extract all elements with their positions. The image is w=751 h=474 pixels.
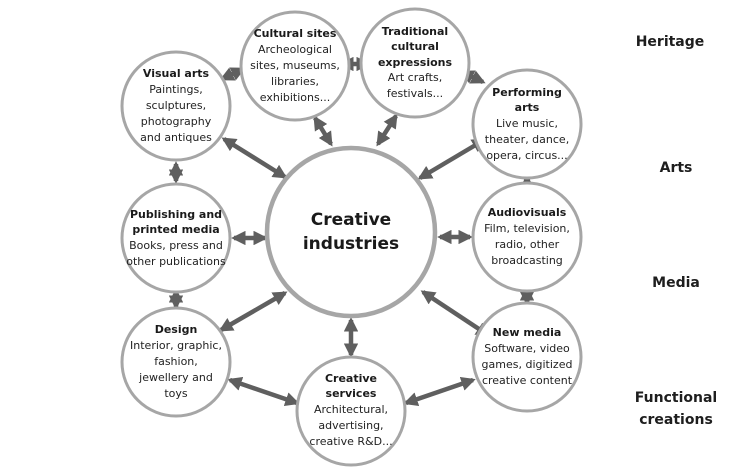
node-creative-services: Creative services Architectural, adverti… bbox=[306, 364, 396, 456]
circle-audiovisuals bbox=[471, 181, 583, 293]
node-desc: Film, television, radio, other broadcast… bbox=[484, 221, 570, 267]
arrow-performing-arts-center bbox=[417, 138, 487, 180]
category-media: Media bbox=[652, 275, 700, 291]
center-node: Creative industries bbox=[281, 190, 421, 274]
node-title: Performing arts bbox=[492, 85, 562, 115]
arrow-design-creative-services bbox=[227, 376, 300, 407]
node-desc: Art crafts, festivals... bbox=[386, 71, 444, 101]
node-title: New media bbox=[492, 326, 562, 340]
node-visual-arts: Visual arts Paintings, sculptures, photo… bbox=[130, 60, 222, 152]
arrow-visual-arts-center bbox=[221, 137, 288, 179]
node-title: Cultural sites bbox=[253, 27, 337, 41]
circle-new-media bbox=[471, 301, 583, 413]
node-desc: Architectural, advertising, creative R&D… bbox=[309, 402, 393, 448]
circle-visual-arts bbox=[120, 50, 232, 162]
node-title: Publishing and printed media bbox=[129, 207, 223, 237]
circle-traditional bbox=[359, 7, 471, 119]
circle-creative-services bbox=[295, 355, 407, 467]
circle-cultural-sites bbox=[239, 10, 351, 122]
node-design: Design Interior, graphic, fashion, jewel… bbox=[128, 316, 224, 408]
category-heritage: Heritage bbox=[635, 34, 705, 50]
circle-design bbox=[120, 306, 232, 418]
arrow-design-center bbox=[218, 291, 288, 332]
center-circle bbox=[264, 145, 438, 319]
node-desc: Interior, graphic, fashion, jewellery an… bbox=[130, 338, 222, 400]
node-publishing: Publishing and printed media Books, pres… bbox=[126, 192, 226, 284]
node-performing-arts: Performing arts Live music, theater, dan… bbox=[478, 78, 576, 170]
node-new-media: New media Software, video games, digitiz… bbox=[479, 315, 575, 399]
arrow-new-media-center bbox=[420, 290, 491, 337]
node-title: Traditional cultural expressions bbox=[377, 24, 453, 69]
arrow-visual-arts-cultural-sites bbox=[219, 66, 246, 82]
category-functional-creations: Functional creations bbox=[634, 390, 718, 428]
center-label: Creative industries bbox=[302, 210, 400, 254]
arrow-traditional-center bbox=[376, 113, 398, 147]
category-arts: Arts bbox=[659, 160, 693, 176]
node-desc: Live music, theater, dance, opera, circu… bbox=[484, 116, 570, 162]
node-desc: Archeological sites, museums, libraries,… bbox=[250, 42, 340, 104]
circle-publishing bbox=[120, 182, 232, 294]
node-desc: Software, video games, digitized creativ… bbox=[481, 341, 573, 387]
node-desc: Books, press and other publications bbox=[126, 238, 226, 268]
node-title: Design bbox=[154, 323, 198, 337]
node-audiovisuals: Audiovisuals Film, television, radio, ot… bbox=[481, 193, 573, 281]
arrow-new-media-creative-services bbox=[403, 376, 476, 407]
node-title: Visual arts bbox=[142, 67, 210, 81]
node-traditional-cultural-expressions: Traditional cultural expressions Art cra… bbox=[372, 18, 458, 108]
node-title: Creative services bbox=[324, 371, 378, 401]
node-cultural-sites: Cultural sites Archeological sites, muse… bbox=[247, 20, 343, 112]
arrow-cultural-sites-center bbox=[313, 115, 333, 147]
node-title: Audiovisuals bbox=[487, 206, 567, 220]
circle-performing-arts bbox=[471, 68, 583, 180]
node-desc: Paintings, sculptures, photography and a… bbox=[140, 82, 212, 144]
